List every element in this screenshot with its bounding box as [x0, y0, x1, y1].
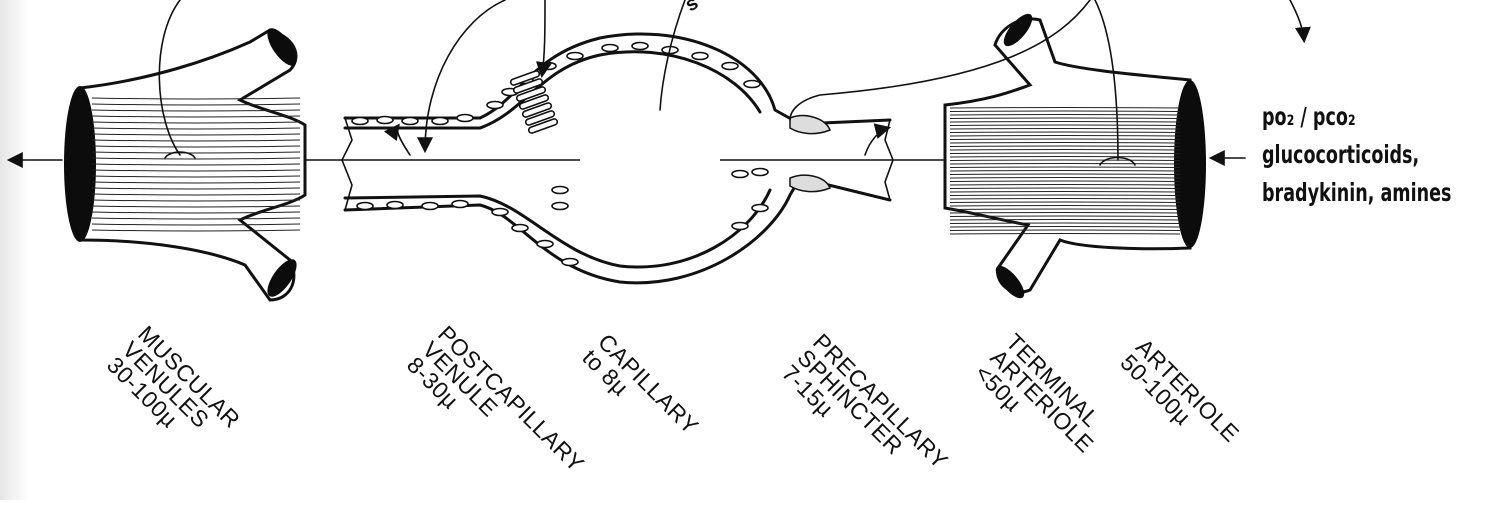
capillary-bed — [342, 34, 893, 283]
stimulus-glucocorticoids: glucocorticoids, — [1262, 136, 1441, 174]
top-fragment: s — [682, 0, 703, 16]
stimulus-list: po₂ / pco₂ glucocorticoids, bradykinin, … — [1262, 98, 1441, 212]
muscular-venule-vessel — [64, 24, 305, 301]
stimulus-bradykinin: bradykinin, amines — [1262, 174, 1441, 212]
arteriole-vessel — [945, 10, 1206, 303]
stimulus-gases: po₂ / pco₂ — [1262, 98, 1441, 136]
